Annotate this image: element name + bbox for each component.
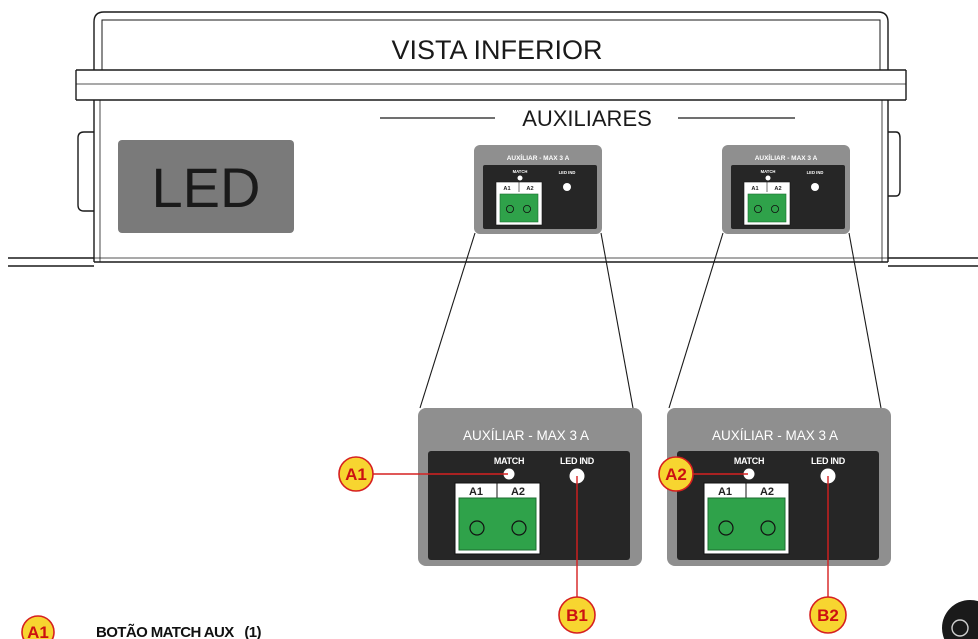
match-label: MATCH — [734, 456, 764, 466]
led-ind-label: LED IND — [811, 456, 846, 466]
match-label: MATCH — [761, 169, 776, 174]
terminal-screw — [523, 205, 532, 214]
terminal-screw — [511, 520, 527, 536]
led-ind-indicator — [563, 183, 571, 191]
svg-text:A1: A1 — [345, 465, 367, 484]
section-heading: AUXILIARES — [522, 106, 652, 131]
zoom-projection-lines — [419, 232, 882, 409]
aux-module-small-2: AUXÍLIAR - MAX 3 A MATCH LED IND A1 A2 — [722, 145, 850, 234]
enclosure — [8, 11, 978, 267]
auxiliares-heading: AUXILIARES — [380, 106, 795, 131]
module-title: AUXÍLIAR - MAX 3 A — [463, 428, 589, 443]
terminal-screw — [469, 520, 485, 536]
page-title: VISTA INFERIOR — [391, 35, 602, 65]
match-button[interactable] — [503, 468, 515, 480]
led-ind-label: LED IND — [559, 170, 576, 175]
module-title: AUXÍLIAR - MAX 3 A — [755, 153, 818, 162]
match-label: MATCH — [513, 169, 528, 174]
led-badge: LED — [118, 140, 294, 233]
legend-tag: A1 — [27, 623, 49, 639]
terminal-block: A1 A2 — [495, 181, 543, 226]
svg-text:B2: B2 — [817, 606, 839, 625]
terminal-screw — [771, 205, 780, 214]
callout-a1: A1 — [338, 456, 374, 492]
terminal-a2-label: A2 — [511, 486, 525, 498]
terminal-a1-label: A1 — [503, 186, 510, 192]
match-label: MATCH — [494, 456, 524, 466]
led-ind-label: LED IND — [560, 456, 595, 466]
terminal-a1-label: A1 — [751, 186, 758, 192]
legend-item-a1: A1 BOTÃO MATCH AUX (1) — [21, 615, 262, 639]
round-icon — [942, 600, 978, 639]
terminal-block: A1 A2 — [743, 181, 791, 226]
aux-module-large-2: AUXÍLIAR - MAX 3 A MATCH LED IND A1 A2 — [667, 408, 891, 566]
match-button[interactable] — [743, 468, 755, 480]
legend-text: BOTÃO MATCH AUX (1) — [96, 623, 261, 639]
led-ind-indicator — [811, 183, 819, 191]
match-button[interactable] — [517, 175, 523, 181]
aux-module-small-1: AUXÍLIAR - MAX 3 A MATCH LED IND A1 A2 — [474, 145, 602, 234]
terminal-screw — [506, 205, 515, 214]
terminal-screw — [754, 205, 763, 214]
callout-leaders — [373, 473, 829, 597]
module-title: AUXÍLIAR - MAX 3 A — [507, 153, 570, 162]
terminal-a2-label: A2 — [526, 186, 533, 192]
led-badge-label: LED — [152, 156, 261, 219]
svg-text:A2: A2 — [665, 465, 687, 484]
terminal-a2-label: A2 — [760, 486, 774, 498]
svg-text:B1: B1 — [566, 606, 588, 625]
aux-module-large-1: AUXÍLIAR - MAX 3 A MATCH LED IND A1 A2 — [418, 408, 642, 566]
terminal-block: A1 A2 — [454, 482, 541, 555]
terminal-block: A1 A2 — [703, 482, 790, 555]
led-ind-label: LED IND — [807, 170, 824, 175]
callout-a2: A2 — [658, 456, 694, 492]
match-button[interactable] — [765, 175, 771, 181]
terminal-a1-label: A1 — [718, 486, 732, 498]
module-title: AUXÍLIAR - MAX 3 A — [712, 428, 838, 443]
terminal-a2-label: A2 — [774, 186, 781, 192]
terminal-a1-label: A1 — [469, 486, 483, 498]
terminal-screw — [760, 520, 776, 536]
terminal-screw — [718, 520, 734, 536]
callout-b2: B2 — [809, 596, 847, 634]
callout-b1: B1 — [558, 596, 596, 634]
